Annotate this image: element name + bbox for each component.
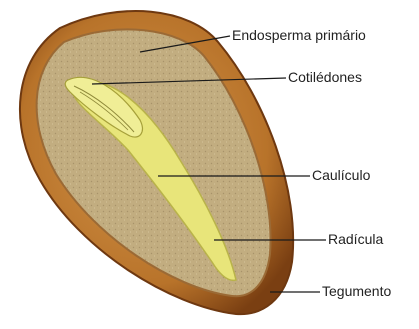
label-cotyledons: Cotilédones (288, 69, 362, 85)
label-endosperm: Endosperma primário (232, 27, 366, 43)
label-seed-coat: Tegumento (322, 283, 391, 299)
label-caulicle: Caulículo (312, 167, 370, 183)
label-radicle: Radícula (328, 231, 383, 247)
